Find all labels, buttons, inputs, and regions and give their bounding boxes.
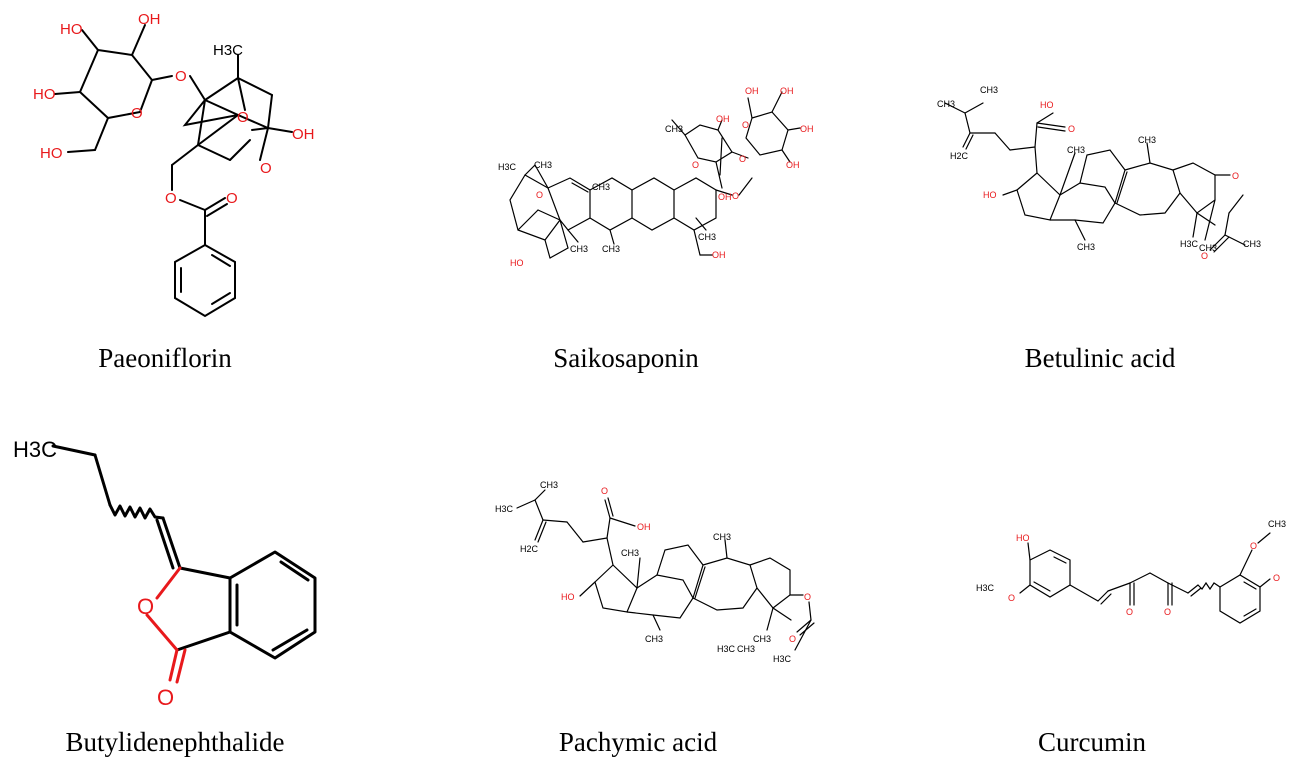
- curc-o1: O: [1008, 593, 1015, 603]
- structure-paeoniflorin: HO OH HO HO O O O O OH O O H3C: [33, 11, 315, 318]
- pachy-o2: O: [789, 634, 796, 644]
- pachy-ch3c: CH3: [621, 548, 639, 558]
- structure-butylidenephthalide: H3C O O: [13, 437, 317, 710]
- paeo-o3: O: [237, 109, 249, 126]
- caption-paeoniflorin: Paeoniflorin: [98, 343, 232, 373]
- saiko-ch3f: CH3: [698, 232, 716, 242]
- betul-o1: O: [1232, 171, 1239, 181]
- structure-pachymic-acid: H3C CH3 H2C CH3 CH3 CH3 H3C CH3 CH3 H3C …: [495, 480, 815, 664]
- betul-ch3a: CH3: [937, 99, 955, 109]
- curc-ome2: CH3: [1268, 519, 1286, 529]
- betul-o2: O: [1201, 251, 1208, 261]
- pachy-ho: HO: [561, 592, 575, 602]
- curc-o2: O: [1126, 607, 1133, 617]
- saiko-ch3a: CH3: [534, 160, 552, 170]
- butyl-methyl: H3C: [13, 437, 57, 462]
- saiko-oh4: OH: [780, 86, 794, 96]
- caption-betulinic-acid: Betulinic acid: [1024, 343, 1176, 373]
- betul-co: O: [1068, 124, 1075, 134]
- paeo-oh2: OH: [138, 11, 161, 28]
- butyl-o2: O: [157, 685, 174, 710]
- saiko-oh8: OH: [712, 250, 726, 260]
- structure-curcumin: H3C CH3 HO O O O O O: [976, 519, 1286, 624]
- saiko-o4: O: [739, 154, 746, 164]
- paeo-oh4: HO: [40, 145, 63, 162]
- betul-ho: HO: [983, 190, 997, 200]
- saiko-oh6: OH: [786, 160, 800, 170]
- saiko-oh1: OH: [718, 192, 732, 202]
- curc-oh: O: [1273, 573, 1280, 583]
- betul-ch3h: CH3: [1243, 239, 1261, 249]
- betul-ch3e: CH3: [1138, 135, 1156, 145]
- pachy-oh: OH: [637, 522, 651, 532]
- pachy-ch3i: H3C: [773, 654, 792, 664]
- caption-saikosaponin: Saikosaponin: [553, 343, 699, 373]
- betul-ch3g: CH3: [1199, 243, 1217, 253]
- saiko-oh5: OH: [800, 124, 814, 134]
- caption-butylidenephthalide: Butylidenephthalide: [65, 727, 285, 757]
- pachy-ch3d: CH3: [713, 532, 731, 542]
- paeo-o5: O: [165, 190, 177, 207]
- saiko-ch3g: CH3: [665, 124, 683, 134]
- structure-betulinic-acid: CH3 CH3 H2C CH3 CH3 CH3 H3C CH3 CH3 HO O…: [937, 85, 1261, 261]
- betul-ch2: H2C: [950, 151, 969, 161]
- paeo-o6: O: [226, 190, 238, 207]
- betul-cooh: HO: [1040, 100, 1054, 110]
- saiko-o1: O: [536, 190, 543, 200]
- paeo-oh5: OH: [292, 126, 315, 143]
- paeo-o1: O: [175, 68, 187, 85]
- pachy-ch3g: H3C: [717, 644, 736, 654]
- caption-pachymic-acid: Pachymic acid: [558, 727, 718, 757]
- paeo-oh3: HO: [33, 86, 56, 103]
- saiko-ch3b: H3C: [498, 162, 517, 172]
- paeo-oh1: HO: [60, 21, 83, 38]
- saiko-oh2: OH: [716, 114, 730, 124]
- saiko-o3: O: [692, 160, 699, 170]
- saiko-o2: O: [732, 191, 739, 201]
- pachy-ch3h: CH3: [753, 634, 771, 644]
- pachy-ch3f: CH3: [737, 644, 755, 654]
- pachy-ch3a: H3C: [495, 504, 514, 514]
- betul-ch3d: H3C: [1180, 239, 1199, 249]
- saiko-oh7: HO: [510, 258, 524, 268]
- pachy-ch3e: CH3: [645, 634, 663, 644]
- paeo-o2: O: [131, 105, 143, 122]
- saiko-o5: O: [742, 120, 749, 130]
- betul-ch3f: CH3: [1077, 242, 1095, 252]
- curc-ho: HO: [1016, 533, 1030, 543]
- curc-o4: O: [1250, 541, 1257, 551]
- saiko-oh3: OH: [745, 86, 759, 96]
- saiko-ch3c: CH3: [592, 182, 610, 192]
- paeo-methyl: H3C: [213, 42, 243, 59]
- structure-saikosaponin: H3C CH3 CH3 CH3 CH3 CH3 CH3 O HO OH O OH…: [498, 86, 814, 268]
- curc-o3: O: [1164, 607, 1171, 617]
- pachy-co: O: [601, 486, 608, 496]
- saiko-ch3d: CH3: [570, 244, 588, 254]
- betul-ch3b: CH3: [980, 85, 998, 95]
- pachy-ch3b: CH3: [540, 480, 558, 490]
- butyl-o1: O: [137, 594, 154, 619]
- paeo-o4: O: [260, 160, 272, 177]
- pachy-o1: O: [804, 592, 811, 602]
- curc-ome1: H3C: [976, 583, 995, 593]
- caption-curcumin: Curcumin: [1038, 727, 1146, 757]
- pachy-ch2: H2C: [520, 544, 539, 554]
- saiko-ch3e: CH3: [602, 244, 620, 254]
- betul-ch3c: CH3: [1067, 145, 1085, 155]
